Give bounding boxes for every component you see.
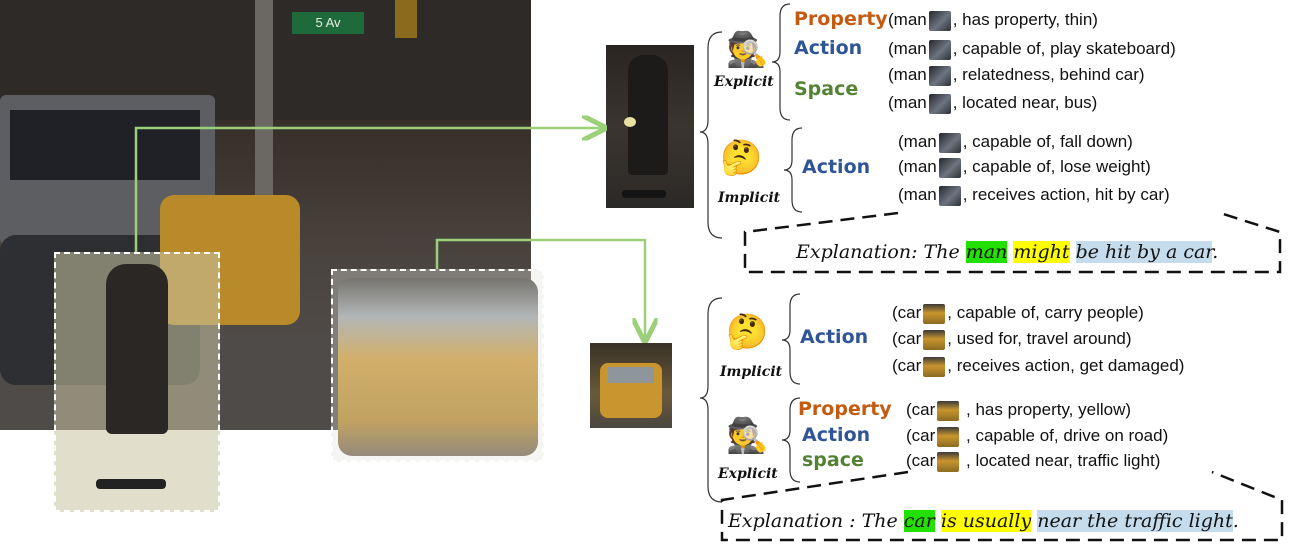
man-crop-mini-icon — [938, 157, 961, 178]
man-explicit-triple-0: (man, has property, thin) — [888, 10, 1098, 31]
car-crop-thumbnail — [590, 343, 672, 428]
highlight-modal: might — [1013, 241, 1070, 263]
car-explicit-cat-2: space — [802, 449, 864, 471]
man-crop-mini-icon — [928, 93, 951, 114]
car-implicit-triple-0: (car, capable of, carry people) — [892, 303, 1144, 324]
man-implicit-triple-2: (man, receives action, hit by car) — [898, 185, 1170, 206]
car-crop-mini-icon — [923, 329, 946, 350]
man-crop-mini-icon — [928, 39, 951, 60]
brace-car-implicit — [781, 293, 801, 385]
man-crop-mini-icon — [928, 65, 951, 86]
highlight-modal: is usually — [940, 510, 1032, 532]
detective-emoji-icon: 🕵️ — [726, 417, 769, 455]
man-implicit-label: Implicit — [718, 190, 781, 206]
car-crop-mini-icon — [937, 426, 960, 447]
man-explicit-label: Explicit — [714, 74, 774, 90]
man-explicit-triple-1: (man, capable of, play skateboard) — [888, 39, 1176, 60]
man-explicit-cat-0: Property — [794, 8, 888, 30]
man-implicit-triple-1: (man, capable of, lose weight) — [898, 157, 1151, 178]
man-explanation: Explanation: The man might be hit by a c… — [796, 241, 1219, 263]
car-explicit-triple-0: (car , has property, yellow) — [906, 400, 1132, 421]
car-implicit-triple-1: (car, used for, travel around) — [892, 329, 1132, 350]
callout-man — [743, 211, 1282, 274]
car-explanation: Explanation : The car is usually near th… — [728, 510, 1239, 532]
man-explicit-cat-1: Action — [794, 37, 863, 59]
highlight-tail: be hit by a car — [1075, 241, 1213, 263]
car-explicit-triple-1: (car , capable of, drive on road) — [906, 426, 1169, 447]
car-crop-mini-icon — [937, 400, 960, 421]
car-implicit-category: Action — [800, 326, 869, 348]
car-implicit-triple-2: (car, receives action, get damaged) — [892, 356, 1185, 377]
car-crop-mini-icon — [937, 451, 960, 472]
man-implicit-category: Action — [802, 156, 871, 178]
car-crop-mini-icon — [923, 303, 946, 324]
car-bounding-box — [331, 269, 544, 462]
brace-car-explicit — [781, 397, 801, 483]
man-crop-mini-icon — [938, 132, 961, 153]
man-explicit-triple-2: (man, relatedness, behind car) — [888, 65, 1145, 86]
highlight-subject: man — [965, 241, 1008, 263]
callout-car — [720, 470, 1284, 542]
car-crop-mini-icon — [923, 356, 946, 377]
man-crop-thumbnail — [606, 45, 694, 208]
car-implicit-label: Implicit — [720, 364, 783, 380]
man-implicit-triple-0: (man, capable of, fall down) — [898, 132, 1133, 153]
highlight-subject: car — [903, 510, 935, 532]
arrow-man — [134, 128, 602, 252]
car-explicit-cat-0: Property — [798, 398, 892, 420]
car-explicit-cat-1: Action — [802, 424, 871, 446]
man-crop-mini-icon — [928, 10, 951, 31]
car-explicit-triple-2: (car , located near, traffic light) — [906, 451, 1161, 472]
brace-man-explicit — [771, 3, 791, 121]
man-explicit-triple-3: (man, located near, bus) — [888, 93, 1098, 114]
brace-car-outer — [699, 297, 723, 503]
thinking-face-emoji-icon: 🤔 — [720, 139, 763, 177]
man-bounding-box — [54, 252, 220, 512]
street-sign: 5 Av — [292, 12, 364, 34]
taxi-main — [338, 278, 538, 456]
man-crop-mini-icon — [938, 185, 961, 206]
arrow-car — [435, 238, 645, 338]
brace-man-implicit — [783, 127, 803, 213]
man-explicit-cat-2: Space — [794, 78, 859, 100]
detective-emoji-icon: 🕵️ — [726, 31, 769, 69]
thinking-face-emoji-icon: 🤔 — [726, 313, 769, 351]
highlight-tail: near the traffic light — [1037, 510, 1233, 532]
car-explicit-label: Explicit — [718, 466, 778, 482]
brace-man-outer — [699, 31, 723, 239]
